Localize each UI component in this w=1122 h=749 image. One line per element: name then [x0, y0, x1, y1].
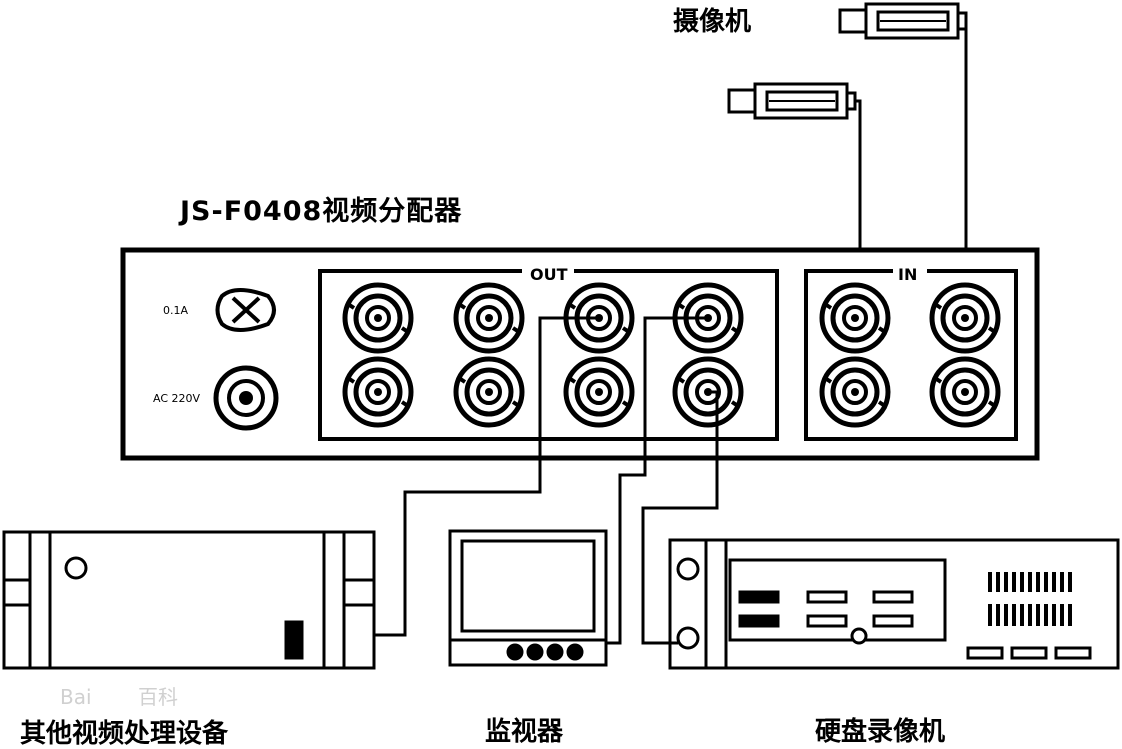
- dvr-vent-slot: [988, 572, 992, 592]
- dvr-vents: [988, 572, 1072, 626]
- bnc-in-2-1: [929, 282, 1001, 354]
- dvr-vent-slot: [1020, 572, 1024, 592]
- dvr-vent-slot: [988, 604, 992, 626]
- fuse-label: 0.1A: [163, 304, 188, 317]
- dvr-vent-slot: [1004, 604, 1008, 626]
- bnc-out-1-2: [342, 356, 414, 428]
- device-title: JS-F0408视频分配器: [178, 196, 462, 227]
- bnc-out-1-1: [342, 282, 414, 354]
- dvr-vent-slot: [1052, 604, 1056, 626]
- dvr-vent-slot: [1012, 572, 1016, 592]
- dvr-vent-slot: [1044, 604, 1048, 626]
- bnc-out-3-2: [563, 356, 635, 428]
- dvr-vent-slot: [1036, 604, 1040, 626]
- in-label: IN: [898, 265, 917, 284]
- power-socket-icon: [213, 365, 279, 431]
- svg-text:百科: 百科: [138, 685, 178, 709]
- camera-top: [838, 2, 968, 40]
- dvr-vent-slot: [1028, 572, 1032, 592]
- dvr-vent-slot: [1044, 572, 1048, 592]
- dvr-vent-slot: [996, 572, 1000, 592]
- dvr-device: [668, 538, 1120, 670]
- bnc-out-2-2: [453, 356, 525, 428]
- dvr-vent-slot: [996, 604, 1000, 626]
- svg-text:Bai: Bai: [60, 685, 92, 709]
- baidu-watermark: Bai 百科: [60, 685, 178, 709]
- bnc-in-1-1: [819, 282, 891, 354]
- dvr-vent-slot: [1060, 604, 1064, 626]
- bnc-in-2-2: [929, 356, 1001, 428]
- other-device-label: 其他视频处理设备: [20, 719, 229, 749]
- other-video-device: [2, 530, 376, 670]
- dvr-vent-slot: [1020, 604, 1024, 626]
- monitor-label: 监视器: [485, 717, 564, 747]
- camera-label: 摄像机: [673, 7, 751, 37]
- out-label: OUT: [530, 265, 568, 284]
- bnc-in-1-2: [819, 356, 891, 428]
- dvr-vent-slot: [1004, 572, 1008, 592]
- dvr-vent-slot: [1028, 604, 1032, 626]
- camera-bottom: [727, 82, 857, 120]
- bnc-out-3-1: [563, 282, 635, 354]
- dvr-vent-slot: [1060, 572, 1064, 592]
- output-cables: [374, 316, 719, 645]
- dvr-vent-slot: [1012, 604, 1016, 626]
- distributor-body: [120, 247, 1040, 461]
- bnc-out-2-1: [453, 282, 525, 354]
- dvr-vent-slot: [1052, 572, 1056, 592]
- dvr-vent-slot: [1036, 572, 1040, 592]
- monitor-device: [448, 529, 608, 667]
- power-label: AC 220V: [153, 392, 201, 405]
- dvr-vent-slot: [1068, 604, 1072, 626]
- fuse-icon: [215, 288, 276, 332]
- dvr-vent-slot: [1068, 572, 1072, 592]
- dvr-label: 硬盘录像机: [815, 716, 945, 747]
